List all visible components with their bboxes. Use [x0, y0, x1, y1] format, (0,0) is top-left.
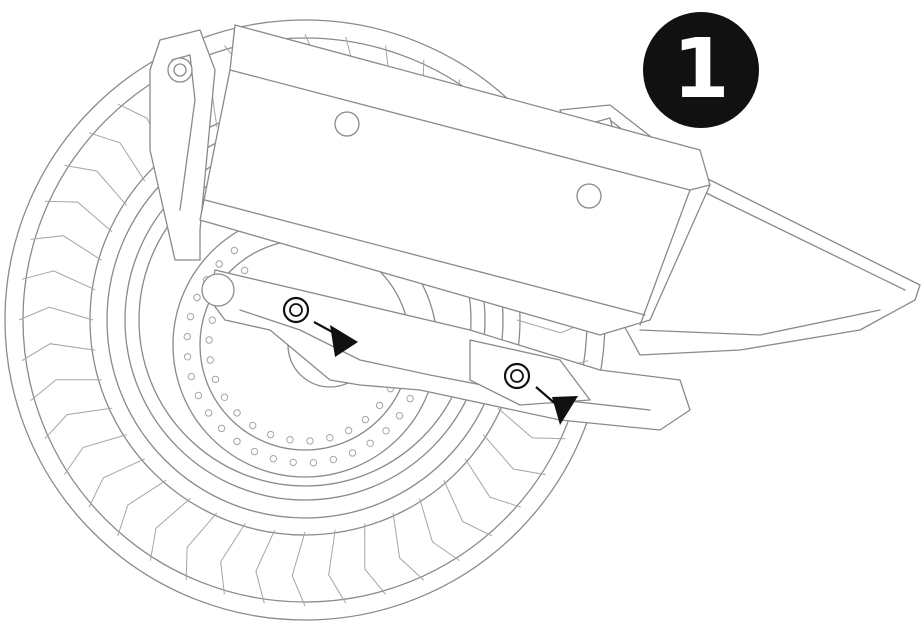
tread-block — [149, 497, 191, 561]
disc-hole — [217, 424, 226, 433]
tread-block — [18, 306, 94, 321]
tread-block — [419, 498, 460, 562]
fork-arm — [149, 29, 216, 261]
disc-hole — [187, 372, 196, 381]
disc-hole — [194, 391, 203, 400]
disc-hole — [230, 246, 239, 255]
disc-hole — [205, 336, 213, 344]
tread-block — [88, 132, 146, 182]
tread-block — [220, 523, 246, 595]
disc-hole — [186, 312, 195, 321]
disc-hole — [406, 394, 414, 403]
disc-hole — [361, 415, 370, 424]
disc-hole — [183, 353, 192, 361]
disc-hole — [211, 375, 220, 384]
step-number: 1 — [672, 22, 730, 117]
axle-nut-left — [282, 296, 310, 324]
tread-block — [497, 407, 566, 440]
tread-block — [30, 235, 102, 261]
disc-hole — [309, 459, 318, 467]
disc-hole — [208, 316, 217, 324]
disc-hole — [204, 409, 213, 417]
brake-disc-holes — [183, 246, 414, 467]
tread-block — [255, 529, 276, 604]
removal-arrow-left — [313, 321, 358, 357]
disc-hole — [220, 393, 229, 401]
tread-block — [392, 512, 425, 581]
disc-hole — [183, 332, 192, 341]
disc-hole — [233, 437, 241, 446]
disc-hole — [326, 434, 334, 442]
tread-block — [482, 434, 546, 476]
disc-hole — [348, 449, 357, 457]
axle-nut-right — [503, 362, 531, 390]
tread-block — [88, 458, 146, 508]
disc-hole — [215, 260, 223, 268]
tread-block — [117, 479, 167, 537]
tread-block — [64, 164, 128, 206]
disc-hole — [206, 356, 214, 364]
step-number-badge: 1 — [643, 12, 759, 128]
disc-hole — [375, 401, 384, 410]
removal-arrow-right — [535, 386, 578, 425]
disc-hole — [249, 421, 257, 430]
disc-hole — [329, 455, 338, 464]
disc-hole — [382, 427, 390, 435]
disc-hole — [286, 436, 294, 444]
tread-block — [21, 343, 96, 362]
disc-hole — [193, 293, 201, 302]
tread-block — [30, 379, 102, 401]
tread-block — [63, 434, 127, 475]
disc-hole — [289, 458, 297, 467]
tread-block — [364, 523, 386, 595]
tread-block — [44, 200, 113, 233]
tread-block — [464, 458, 522, 508]
disc-hole — [250, 447, 259, 456]
tread-block — [44, 407, 113, 440]
deck-box — [199, 24, 711, 336]
tread-block — [185, 512, 218, 581]
disc-hole — [266, 430, 275, 439]
disc-hole — [233, 409, 241, 417]
disc-hole — [269, 455, 278, 463]
tread-block — [291, 531, 306, 607]
disc-hole — [366, 439, 374, 447]
disc-hole — [344, 426, 353, 435]
disc-hole — [306, 437, 314, 445]
disc-hole — [395, 412, 404, 420]
tread-block — [21, 270, 96, 291]
tread-block — [328, 529, 347, 604]
disc-hole — [240, 266, 249, 275]
tread-block — [443, 479, 493, 537]
